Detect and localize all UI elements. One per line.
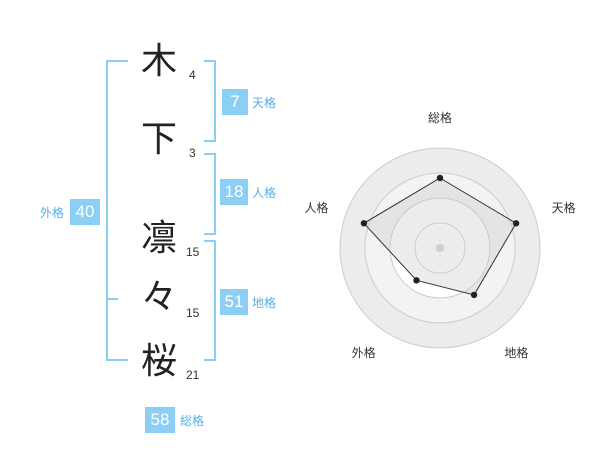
stroke-count-3: 15: [186, 245, 200, 259]
stroke-count-4: 15: [186, 306, 200, 320]
name-char-2: 下: [141, 119, 178, 160]
tenkaku-label: 天格: [252, 96, 277, 110]
chikaku-value-badge: 51: [220, 289, 248, 315]
radar-point-5: [360, 220, 368, 227]
radar-axis-label-1: 総格: [428, 110, 452, 125]
name-char-4: 々: [141, 277, 178, 318]
radar-data-polygon: [363, 177, 517, 296]
gaikaku-bracket: [106, 60, 128, 361]
radar-point-1: [436, 174, 444, 182]
tenkaku-value-badge: 7: [222, 89, 248, 115]
stroke-count-2: 3: [189, 146, 196, 160]
gaikaku-label: 外格: [40, 206, 65, 220]
jinkaku-value-badge: 18: [220, 179, 248, 205]
jinkaku-label: 人格: [252, 186, 277, 200]
name-char-3: 凛: [141, 218, 178, 259]
radar-axis-label-5: 人格: [304, 200, 328, 215]
gaikaku-bracket-mid-tick: [106, 298, 118, 300]
soukaku-label: 総格: [180, 414, 205, 428]
radar-axis-label-4: 外格: [352, 345, 376, 360]
name-char-1: 木: [141, 41, 178, 82]
stroke-count-1: 4: [189, 68, 196, 82]
jinkaku-bracket: [204, 153, 216, 235]
radar-point-3: [470, 291, 478, 299]
stroke-count-5: 21: [186, 368, 200, 382]
soukaku-value-badge: 58: [145, 407, 175, 433]
radar-point-2: [512, 220, 520, 227]
chikaku-label: 地格: [252, 296, 277, 310]
chikaku-bracket: [204, 240, 216, 361]
radar-point-4: [413, 277, 420, 284]
name-char-5: 桜: [141, 341, 178, 382]
gaikaku-value-badge: 40: [70, 199, 100, 225]
tenkaku-bracket: [204, 60, 216, 142]
radar-axis-label-3: 地格: [504, 345, 528, 360]
radar-center-dot: [436, 244, 444, 252]
radar-axis-label-2: 天格: [552, 200, 576, 215]
